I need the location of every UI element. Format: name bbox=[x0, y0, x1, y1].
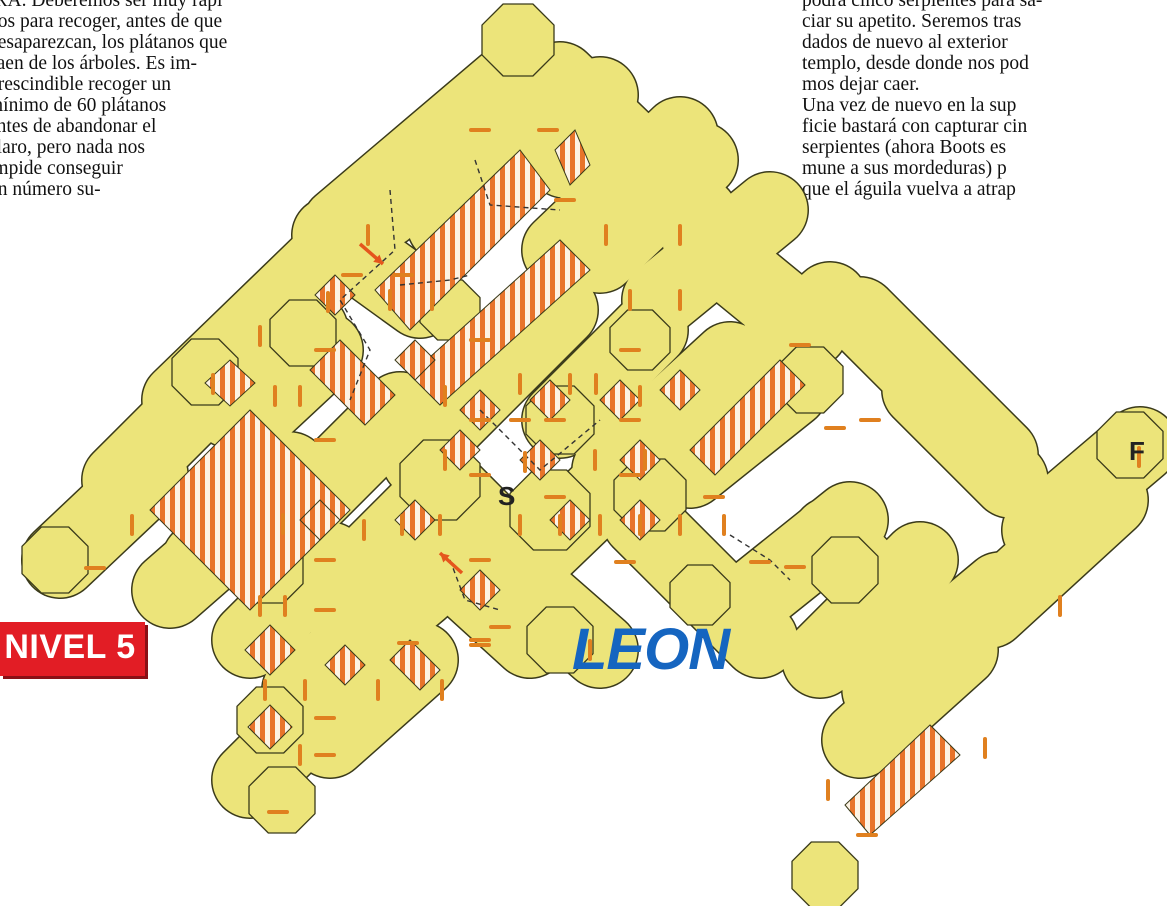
map-rooms bbox=[22, 4, 1163, 906]
chamber bbox=[249, 767, 315, 833]
chamber bbox=[482, 4, 554, 76]
start-marker: S bbox=[498, 481, 515, 512]
chamber bbox=[812, 537, 878, 603]
chamber bbox=[610, 310, 670, 370]
map-title: LEON bbox=[572, 616, 729, 683]
level-badge-label: NIVEL 5 bbox=[0, 628, 140, 667]
chamber bbox=[22, 527, 88, 593]
level-badge: NIVEL 5 bbox=[0, 622, 145, 676]
finish-marker: F bbox=[1129, 436, 1145, 467]
chamber bbox=[792, 842, 858, 906]
